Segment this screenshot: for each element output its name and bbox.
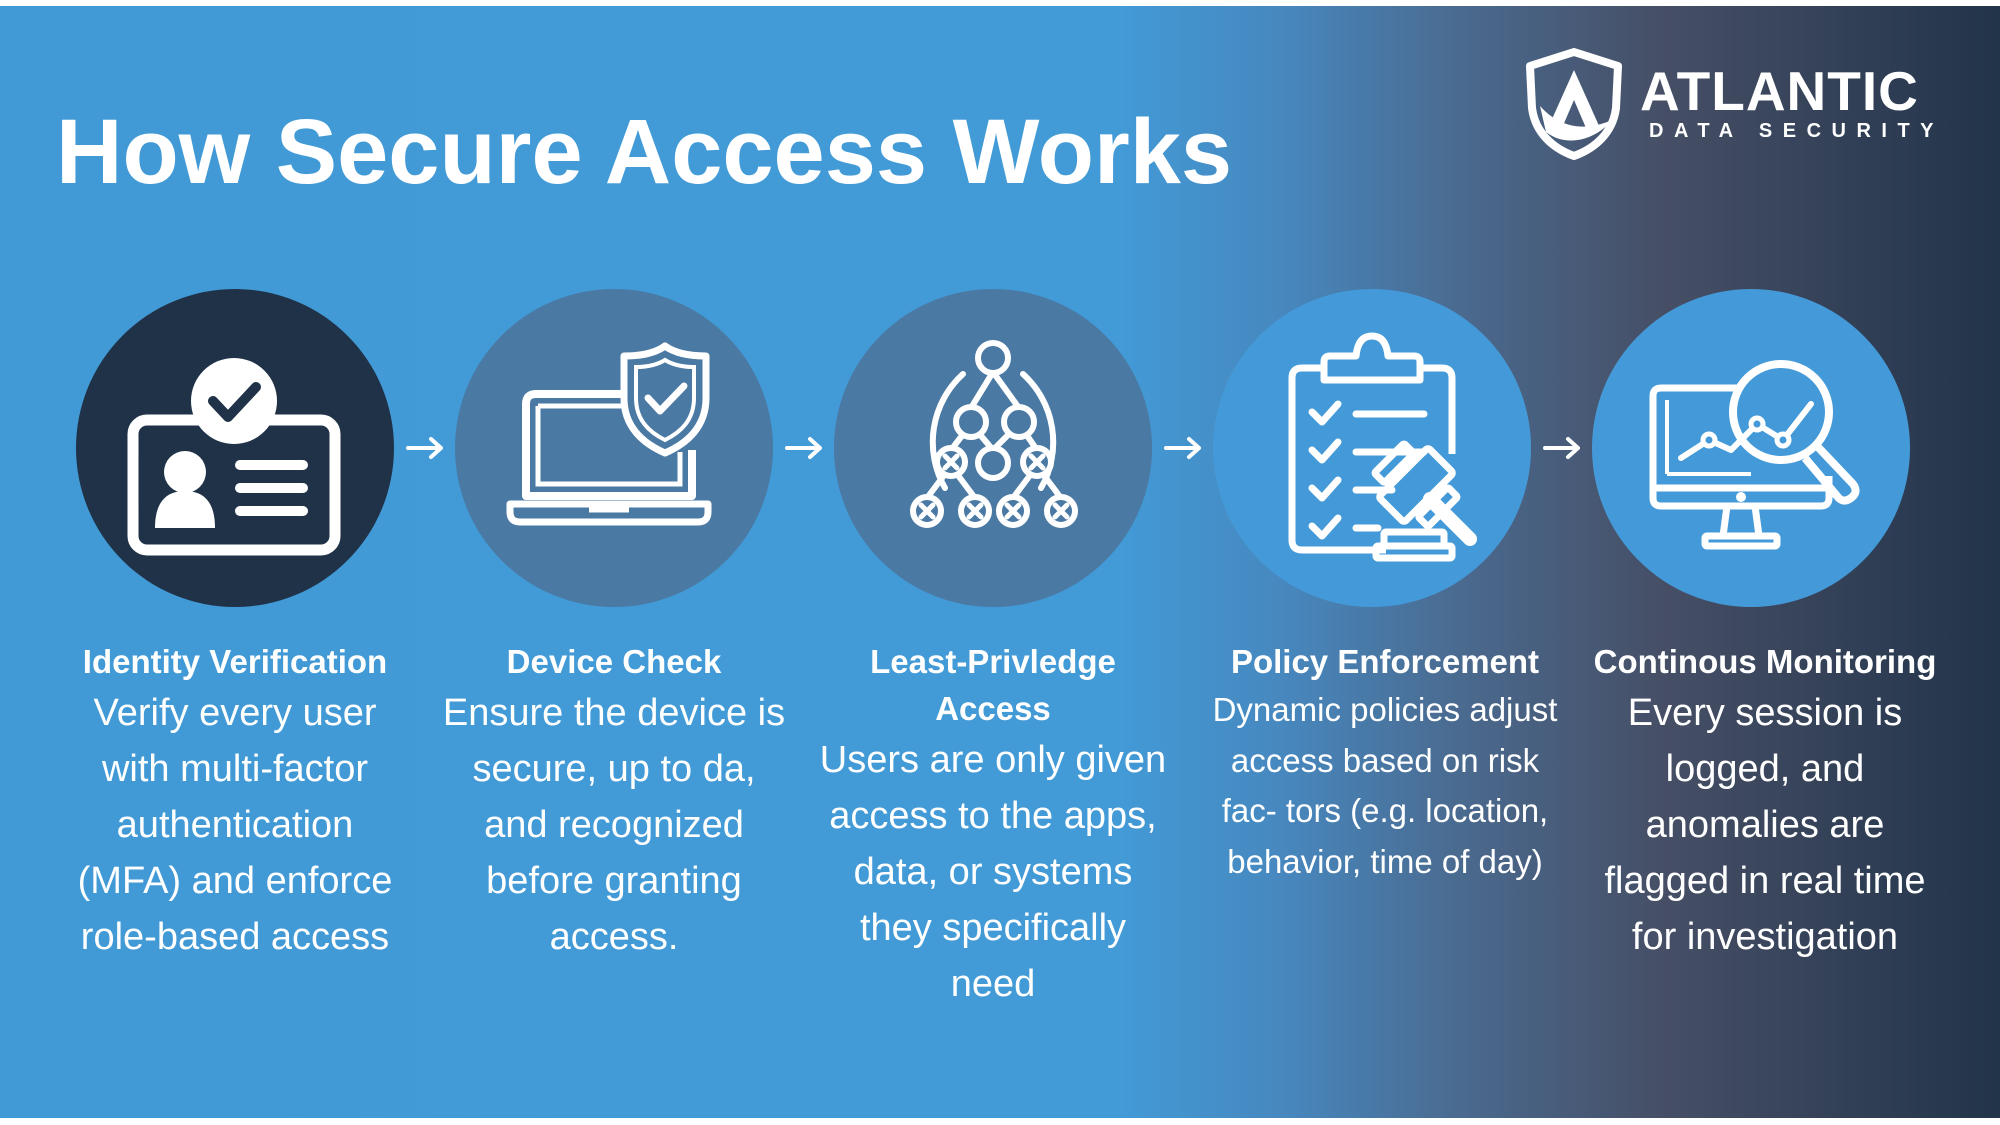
step-description: Verify every user with multi-factor auth… bbox=[77, 692, 393, 958]
step-circle-policy bbox=[1213, 289, 1531, 607]
step-title: Policy Enforcement bbox=[1230, 643, 1540, 680]
laptop-shield-icon bbox=[506, 342, 712, 526]
arrow-right-icon bbox=[1164, 437, 1201, 459]
arrow-right-icon bbox=[406, 437, 443, 459]
step-title: Identity Verification bbox=[82, 643, 388, 680]
step-identity-verification: Identity Verification Verify every user … bbox=[50, 638, 420, 965]
step-least-privilege-access: Least-Privledge Access Users are only gi… bbox=[808, 638, 1178, 1012]
step-title: Least-Privledge Access bbox=[870, 643, 1116, 727]
arrow-right-icon bbox=[1543, 437, 1580, 459]
step-device-check: Device Check Ensure the device is secure… bbox=[429, 638, 799, 965]
monitor-magnifier-icon bbox=[1649, 360, 1860, 550]
step-continuous-monitoring: Continous Monitoring Every session is lo… bbox=[1580, 638, 1950, 965]
step-circle-monitoring bbox=[1592, 289, 1910, 607]
step-description: Ensure the device is secure, up to da, a… bbox=[442, 692, 786, 958]
step-title: Device Check bbox=[506, 643, 722, 680]
step-description: Dynamic policies adjust access based on … bbox=[1212, 691, 1558, 880]
step-description: Every session is logged, and anomalies a… bbox=[1604, 692, 1926, 958]
step-circle-identity bbox=[76, 289, 394, 607]
brand-name: ATLANTIC bbox=[1640, 60, 1919, 122]
step-description: Users are only given access to the apps,… bbox=[819, 739, 1167, 1005]
brand-logo: ATLANTIC DATA SECURITY bbox=[1522, 48, 1982, 160]
brand-tagline: DATA SECURITY bbox=[1649, 120, 1945, 142]
step-policy-enforcement: Policy Enforcement Dynamic policies adju… bbox=[1200, 638, 1570, 887]
shield-logo-icon bbox=[1526, 48, 1622, 160]
step-title: Continous Monitoring bbox=[1593, 643, 1937, 680]
access-tree-icon bbox=[910, 340, 1078, 528]
arrow-right-icon bbox=[785, 437, 822, 459]
step-circle-device bbox=[455, 289, 773, 607]
page-title: How Secure Access Works bbox=[56, 101, 1233, 203]
clipboard-gavel-icon bbox=[1288, 332, 1477, 562]
slide-background: How Secure Access Works ATLANTIC DATA SE… bbox=[0, 6, 2000, 1118]
step-circle-access bbox=[834, 289, 1152, 607]
id-card-check-icon bbox=[127, 358, 341, 556]
